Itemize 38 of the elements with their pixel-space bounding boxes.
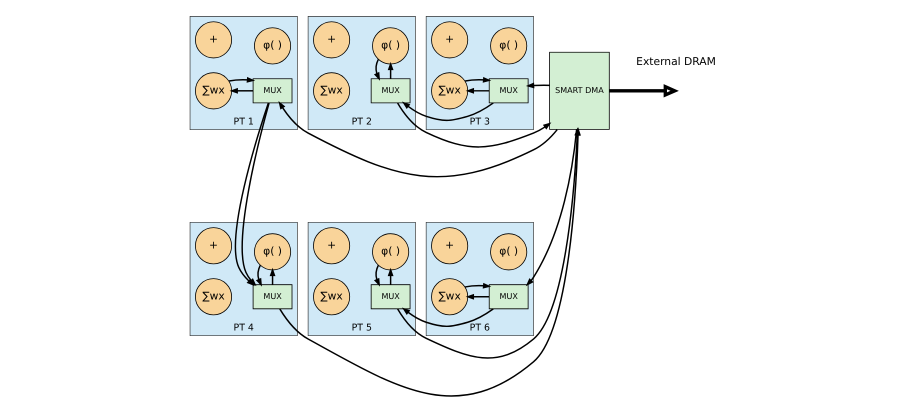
node-circle: + — [312, 227, 350, 264]
node-circle: φ( ) — [490, 233, 527, 270]
arrow — [387, 62, 394, 79]
arrow — [373, 265, 380, 287]
node-circle: ∑wx — [430, 72, 468, 110]
node-circle: φ( ) — [254, 233, 291, 270]
label: External DRAM — [636, 55, 716, 68]
node-circle: + — [430, 227, 468, 264]
node-circle: ∑wx — [194, 72, 232, 110]
node-circle: ∑wx — [312, 72, 350, 110]
arrow — [228, 76, 255, 83]
arrow — [255, 265, 262, 287]
arrow — [608, 84, 678, 98]
arrow — [402, 307, 494, 328]
node-circle: φ( ) — [490, 27, 527, 64]
node-circle: φ( ) — [372, 27, 409, 64]
arrow — [525, 129, 577, 286]
node-circle: + — [312, 21, 350, 58]
node-circle: ∑wx — [312, 278, 350, 316]
arrow — [278, 101, 558, 178]
arrow — [387, 268, 394, 285]
arrow — [525, 82, 550, 88]
arrow — [465, 294, 489, 300]
node-circle: + — [194, 21, 232, 58]
node-circle: + — [194, 227, 232, 264]
arrow — [464, 76, 491, 83]
node-circle: φ( ) — [254, 27, 291, 64]
arrow — [373, 59, 380, 81]
arrow — [269, 268, 275, 285]
node-circle: + — [430, 21, 468, 58]
arrow — [229, 88, 252, 94]
arrow — [396, 102, 551, 148]
arrow — [465, 88, 489, 94]
node-circle: ∑wx — [194, 278, 232, 316]
arrow — [464, 282, 491, 289]
node-circle: ∑wx — [430, 278, 468, 316]
arrow — [402, 102, 494, 122]
node-circle: φ( ) — [372, 233, 409, 270]
